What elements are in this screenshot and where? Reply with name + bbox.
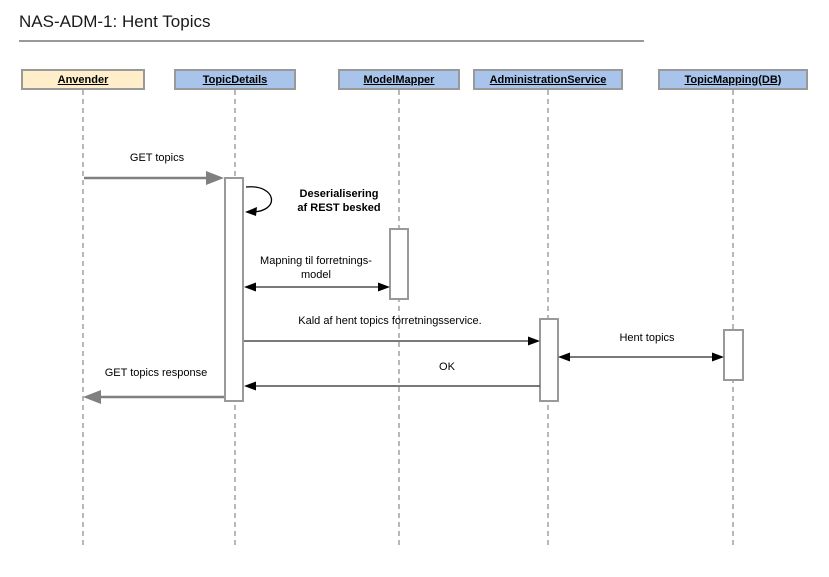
lifeline-head-modelmapper: ModelMapper (338, 69, 460, 90)
arrow-hent-topics-head-left (558, 352, 570, 362)
arrow-self-loop-head (245, 207, 257, 216)
lifeline-head-topicmapping-label: TopicMapping(DB) (684, 73, 782, 86)
arrow-hent-topics-head-right (712, 352, 724, 362)
lifeline-head-topicdetails: TopicDetails (174, 69, 296, 90)
arrow-ok-head (244, 381, 256, 391)
arrow-hent-topics (558, 352, 724, 362)
arrow-mapning-head-left (244, 282, 256, 292)
message-label-ok: OK (439, 361, 455, 373)
message-label-kald: Kald af hent topics forretningsservice. (298, 315, 482, 327)
message-label-hent-topics: Hent topics (619, 332, 675, 344)
lifeline-head-anvender-label: Anvender (57, 73, 109, 86)
message-label-deserialisering-line2: af REST besked (297, 202, 381, 214)
lifeline-head-topicdetails-label: TopicDetails (202, 73, 268, 86)
arrow-get-topics-head (206, 171, 224, 185)
message-label-mapning: Mapning til forretnings- model (260, 254, 372, 282)
arrow-mapning-head-right (378, 282, 390, 292)
arrow-get-topics-response (83, 390, 224, 404)
lifeline-head-modelmapper-label: ModelMapper (363, 73, 435, 86)
lifeline-head-administrationservice-label: AdministrationService (489, 73, 607, 86)
arrow-get-topics (84, 171, 224, 185)
activation-topicdetails (224, 177, 244, 402)
arrow-ok (244, 381, 540, 391)
message-label-deserialisering-line1: Deserialisering (299, 188, 379, 200)
message-label-mapning-line1: Mapning til forretnings- (260, 255, 372, 267)
arrow-self-loop-path (245, 186, 273, 213)
activation-topicmapping (723, 329, 744, 381)
lifeline-head-anvender: Anvender (21, 69, 145, 90)
message-label-mapning-line2: model (301, 269, 331, 281)
activation-modelmapper (389, 228, 409, 300)
arrow-get-topics-response-head (83, 390, 101, 404)
lifeline-head-topicmapping: TopicMapping(DB) (658, 69, 808, 90)
message-label-get-topics-response: GET topics response (104, 367, 208, 379)
arrow-mapning (244, 282, 390, 292)
arrow-kald-head (528, 336, 540, 346)
diagram-title: NAS-ADM-1: Hent Topics (19, 12, 211, 31)
lifeline-head-administrationservice: AdministrationService (473, 69, 623, 90)
title-underline (19, 40, 644, 42)
message-label-get-topics: GET topics (129, 152, 185, 164)
arrow-kald (244, 336, 540, 346)
activation-administrationservice (539, 318, 559, 402)
arrow-self-loop-deserialisering (245, 186, 273, 216)
message-label-deserialisering: Deserialisering af REST besked (297, 187, 380, 215)
